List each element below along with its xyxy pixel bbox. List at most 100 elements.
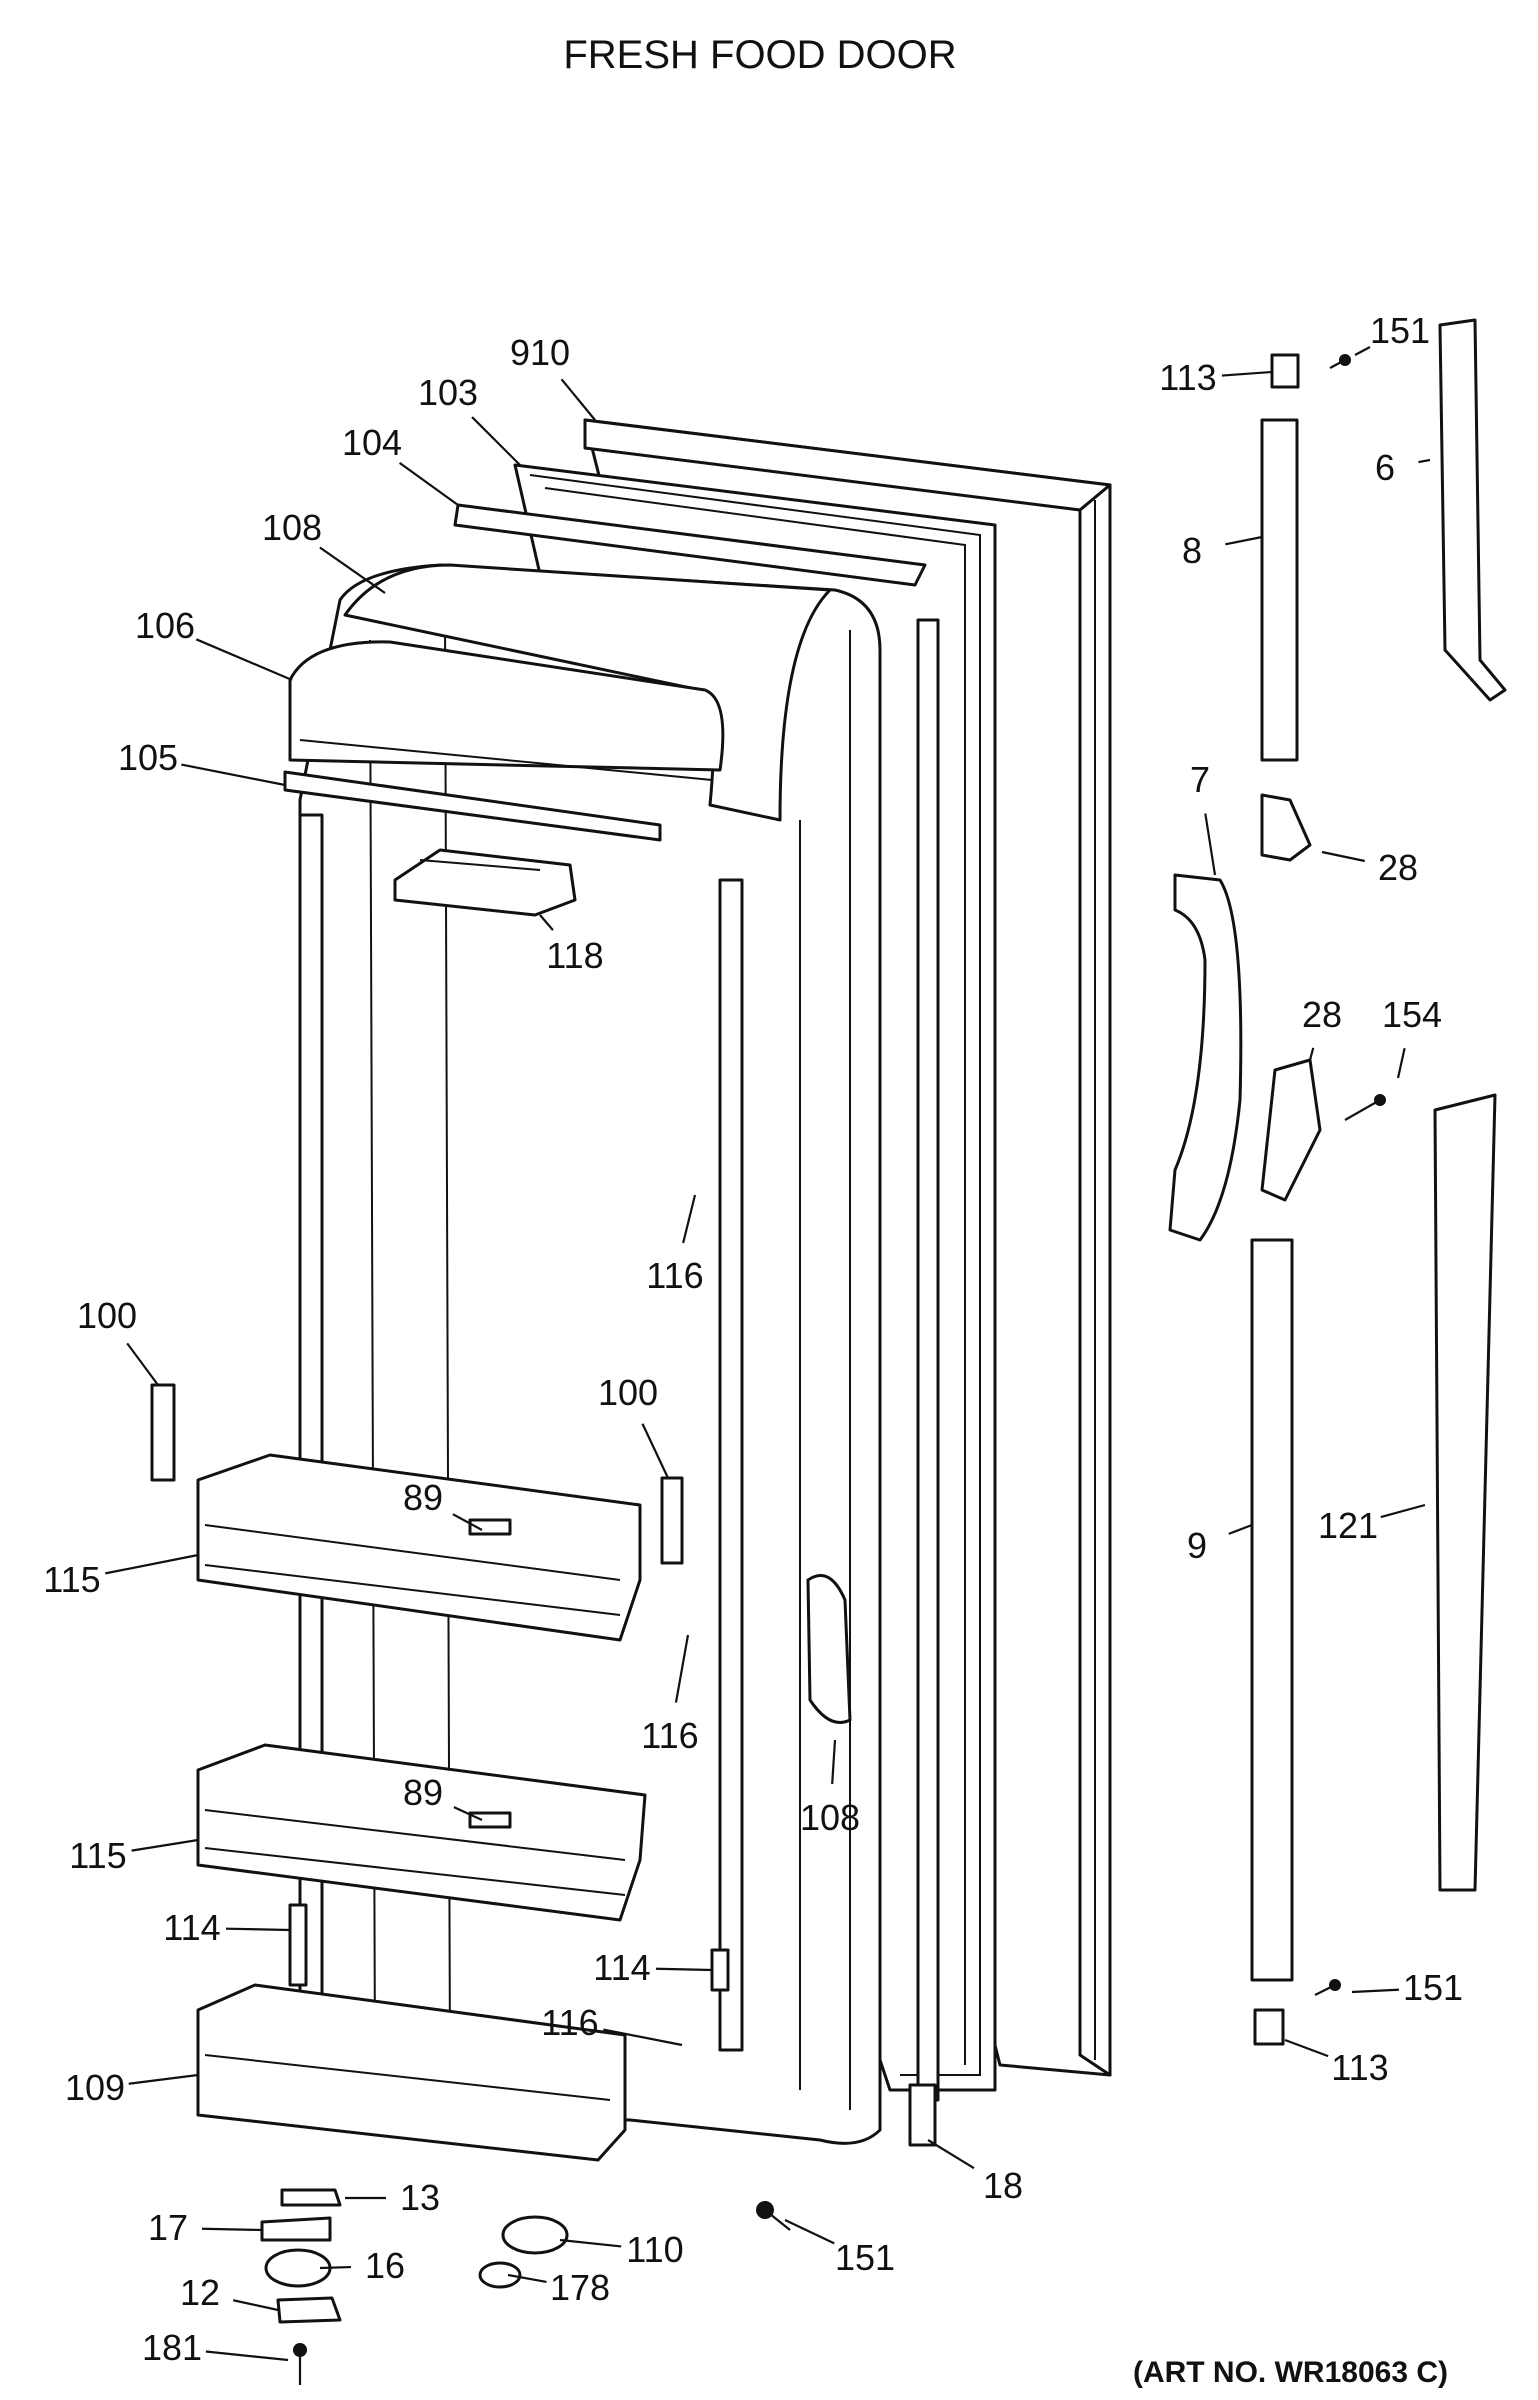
callout-leader-l151c <box>1351 1988 1400 1994</box>
lower-mounting-bracket <box>1250 1238 1294 1982</box>
callout-label-l28b: 28 <box>1302 994 1342 1035</box>
diagram-title: FRESH FOOD DOOR <box>563 33 956 77</box>
callout-label-l105: 105 <box>118 737 178 778</box>
callout-label-l6: 6 <box>1375 447 1395 488</box>
callout-label-l100b: 100 <box>598 1372 658 1413</box>
callout-leader-l109 <box>128 2073 199 2085</box>
callout-leader-l114a <box>225 1927 291 1932</box>
callout-label-l108b: 108 <box>800 1797 860 1838</box>
shelf-rail-center <box>718 878 744 2052</box>
handle-trim-upper <box>1438 318 1507 702</box>
callout-label-l104: 104 <box>342 422 402 463</box>
callout-leader-l17 <box>201 2227 263 2232</box>
callout-label-l109: 109 <box>65 2067 125 2108</box>
callout-leader-l110 <box>559 2238 622 2248</box>
callout-leader-l121 <box>1380 1503 1426 1519</box>
part-callouts: 9101031041081061051181161001008911511610… <box>43 310 1463 2368</box>
door-stop <box>478 2215 569 2289</box>
callout-label-l28a: 28 <box>1378 847 1418 888</box>
callout-label-l17: 17 <box>148 2207 188 2248</box>
callout-leader-l116a <box>682 1194 697 1244</box>
door-bin-bottom <box>196 1983 627 2162</box>
callout-label-l89a: 89 <box>403 1477 443 1518</box>
callout-leader-l910 <box>560 378 596 421</box>
callout-leader-l100a <box>126 1342 159 1386</box>
callout-leader-l28a <box>1321 850 1365 863</box>
screw-bottom <box>1314 1979 1341 1996</box>
shelf-clip-right <box>660 1476 684 1565</box>
callout-leader-l178 <box>507 2273 547 2284</box>
art-number: (ART NO. WR18063 C) <box>1133 2356 1448 2389</box>
callout-leader-l9 <box>1228 1523 1253 1535</box>
callout-leader-l151b <box>1354 346 1371 356</box>
callout-leader-l89a <box>452 1513 483 1531</box>
callout-label-l115b: 115 <box>69 1835 126 1876</box>
callout-label-l100a: 100 <box>77 1295 137 1336</box>
callout-leader-l106 <box>195 638 293 682</box>
callout-label-l121: 121 <box>1318 1505 1378 1546</box>
dairy-door <box>288 640 725 781</box>
callout-leader-l7 <box>1204 813 1217 876</box>
callout-leader-l104 <box>398 461 459 506</box>
lower-hinge <box>1260 1058 1322 1202</box>
callout-leader-l89b <box>453 1806 483 1822</box>
callout-label-l12: 12 <box>180 2272 220 2313</box>
callout-leader-l116b <box>674 1634 690 1703</box>
callout-label-l116c: 116 <box>541 2002 598 2043</box>
bin-retainer-left <box>288 1903 308 1987</box>
callout-leader-l154 <box>1396 1047 1406 1079</box>
callout-leader-l118 <box>539 914 554 931</box>
callout-label-l115a: 115 <box>43 1559 100 1600</box>
callout-leader-l113a <box>1221 370 1273 377</box>
upper-hinge <box>1260 793 1312 862</box>
callout-leader-l108b <box>831 1739 837 1785</box>
wave-bracket <box>806 1574 852 1724</box>
callout-leader-l113b <box>1284 2038 1329 2058</box>
callout-label-l89b: 89 <box>403 1772 443 1813</box>
callout-label-l151a: 151 <box>835 2237 895 2278</box>
door-handle <box>1168 873 1243 1242</box>
callout-label-l151c: 151 <box>1403 1967 1463 2008</box>
callout-leader-l115a <box>105 1553 199 1575</box>
door-bin-upper <box>196 1453 642 1642</box>
screw-top <box>1329 354 1351 369</box>
callout-label-l16: 16 <box>365 2245 405 2286</box>
callout-leader-l12 <box>232 2299 279 2312</box>
callout-leader-l28b <box>1308 1047 1315 1061</box>
shelf-rail-right <box>916 618 940 2102</box>
callout-label-l18: 18 <box>983 2165 1023 2206</box>
door-bin-middle <box>196 1743 647 1922</box>
bottom-screw <box>756 2201 791 2231</box>
upper-trim <box>453 503 927 587</box>
callout-leader-l8 <box>1225 535 1263 546</box>
callout-label-l9: 9 <box>1187 1525 1207 1566</box>
callout-label-l113b: 113 <box>1331 2047 1388 2088</box>
callout-label-l181: 181 <box>142 2327 202 2368</box>
callout-label-l118: 118 <box>546 935 603 976</box>
callout-label-l178: 178 <box>550 2267 610 2308</box>
callout-label-l116b: 116 <box>641 1715 698 1756</box>
callout-leader-l16 <box>319 2265 352 2270</box>
callout-leader-l115b <box>131 1838 199 1852</box>
callout-label-l113a: 113 <box>1159 357 1216 398</box>
trim-strip <box>908 2083 937 2147</box>
callout-label-l8: 8 <box>1182 530 1202 571</box>
callout-label-l114a: 114 <box>163 1907 220 1948</box>
callout-leader-l114b <box>655 1967 713 1972</box>
callout-label-l151b: 151 <box>1370 310 1430 351</box>
callout-leader-l116c <box>603 2028 683 2047</box>
callout-label-l114b: 114 <box>593 1947 650 1988</box>
callout-label-l103: 103 <box>418 372 478 413</box>
callout-leader-l105 <box>181 763 286 787</box>
butter-compartment <box>393 848 577 917</box>
callout-label-l7: 7 <box>1190 759 1210 800</box>
hinge-screw <box>1344 1094 1386 1121</box>
callout-leader-l6 <box>1418 458 1431 464</box>
callout-label-l106: 106 <box>135 605 195 646</box>
bin-retainer-center <box>710 1948 730 1992</box>
cap-top <box>1270 353 1300 389</box>
callout-label-l110: 110 <box>626 2229 683 2270</box>
callout-label-l154: 154 <box>1382 994 1442 1035</box>
callout-leader-l100b <box>641 1423 669 1479</box>
